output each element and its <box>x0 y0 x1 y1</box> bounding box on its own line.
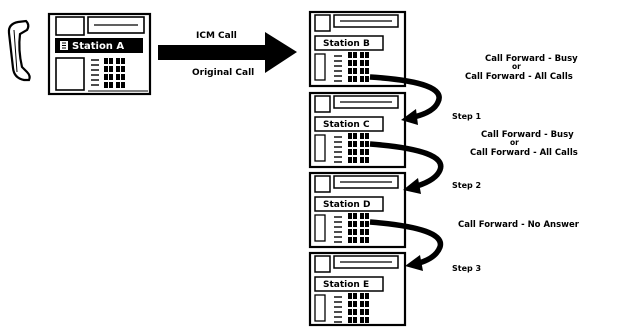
station-b-label: Station B <box>323 39 370 49</box>
t1-line1: Call Forward - Busy <box>485 54 578 64</box>
station-a-phone <box>47 12 152 96</box>
station-b-phone: Station B <box>308 10 407 88</box>
station-e-label: Station E <box>323 280 369 290</box>
t2-or: or <box>510 138 519 147</box>
forward-arrow-2 <box>369 141 444 194</box>
t3-line1: Call Forward - No Answer <box>458 220 580 230</box>
t1-step: Step 1 <box>452 112 482 121</box>
icm-call-label: ICM Call <box>196 31 237 41</box>
t2-line1: Call Forward - Busy <box>481 130 574 140</box>
t2-step: Step 2 <box>452 181 481 190</box>
main-arrow <box>158 32 297 73</box>
station-c-label: Station C <box>323 120 370 130</box>
station-a-label: Station A <box>72 41 124 52</box>
t1-or: or <box>512 62 521 71</box>
forward-arrow-1 <box>369 74 442 125</box>
t3-step: Step 3 <box>452 264 481 273</box>
station-c-phone: Station C <box>308 91 407 169</box>
original-call-label: Original Call <box>192 68 254 78</box>
station-d-label: Station D <box>323 200 370 210</box>
station-d-phone: Station D <box>308 171 407 249</box>
forward-arrow-3 <box>369 219 444 271</box>
t2-line2: Call Forward - All Calls <box>470 148 578 158</box>
handset-icon <box>7 19 31 82</box>
t1-line2: Call Forward - All Calls <box>465 72 573 82</box>
station-e-phone: Station E <box>308 251 407 327</box>
